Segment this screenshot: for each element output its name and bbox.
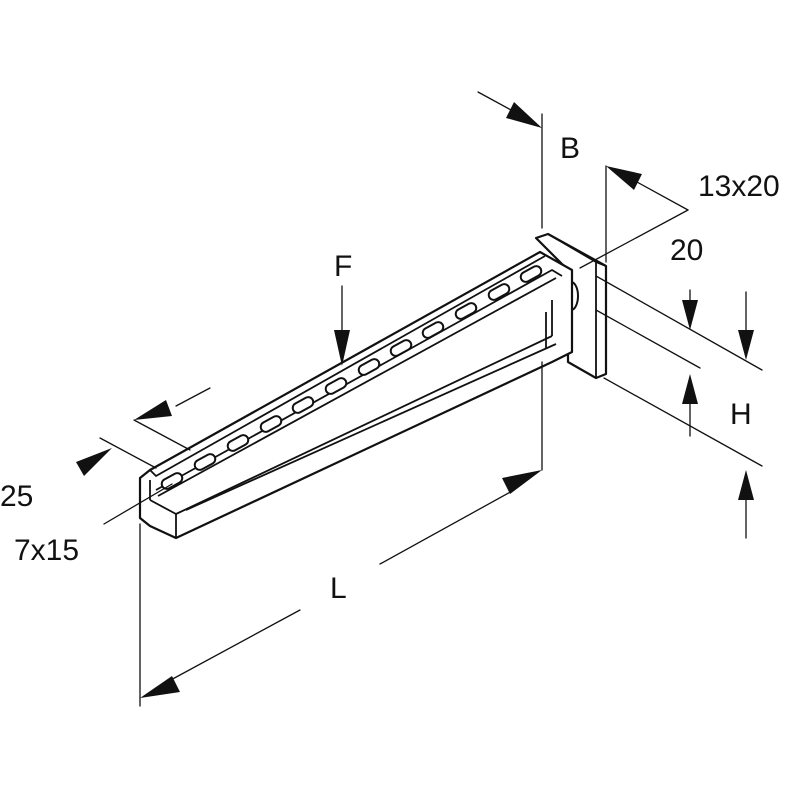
slot [519,265,543,283]
label-slot-size: 7x15 [14,534,79,567]
dimension-h: 20 H [595,234,763,539]
label-h: H [730,398,752,431]
slot [389,339,413,357]
slot [357,358,381,376]
arrow-icon [76,448,112,476]
label-hole-size: 13x20 [698,170,780,203]
arrow-icon [682,300,698,330]
dimension-hole: 13x20 [579,170,780,269]
arrow-icon [506,102,542,128]
arrow-icon [334,330,350,366]
dimension-l: L [139,361,543,707]
slot [226,434,250,452]
slot-row [160,265,543,490]
arrow-icon [682,374,698,404]
slot [291,396,315,414]
slot [193,453,217,471]
arrow-icon [738,330,754,360]
label-twentyfive: 25 [0,480,33,513]
dimension-25: 25 [0,387,211,513]
label-twenty: 20 [670,234,703,267]
label-f: F [334,250,352,283]
arrow-icon [140,676,180,698]
arrow-icon [134,400,172,420]
slot [160,472,184,490]
label-l: L [330,572,347,605]
cantilever-arm [138,250,574,540]
arrow-icon [502,470,542,494]
dimension-slot: 7x15 [14,483,173,567]
slot [324,377,348,395]
arrow-icon [738,470,754,500]
slot [487,283,511,301]
slot [454,302,478,320]
dimension-b: B [477,91,689,263]
slot [259,415,283,433]
slot [421,321,445,339]
label-b: B [560,132,580,165]
load-f: F [334,250,352,366]
arrow-icon [606,166,642,190]
